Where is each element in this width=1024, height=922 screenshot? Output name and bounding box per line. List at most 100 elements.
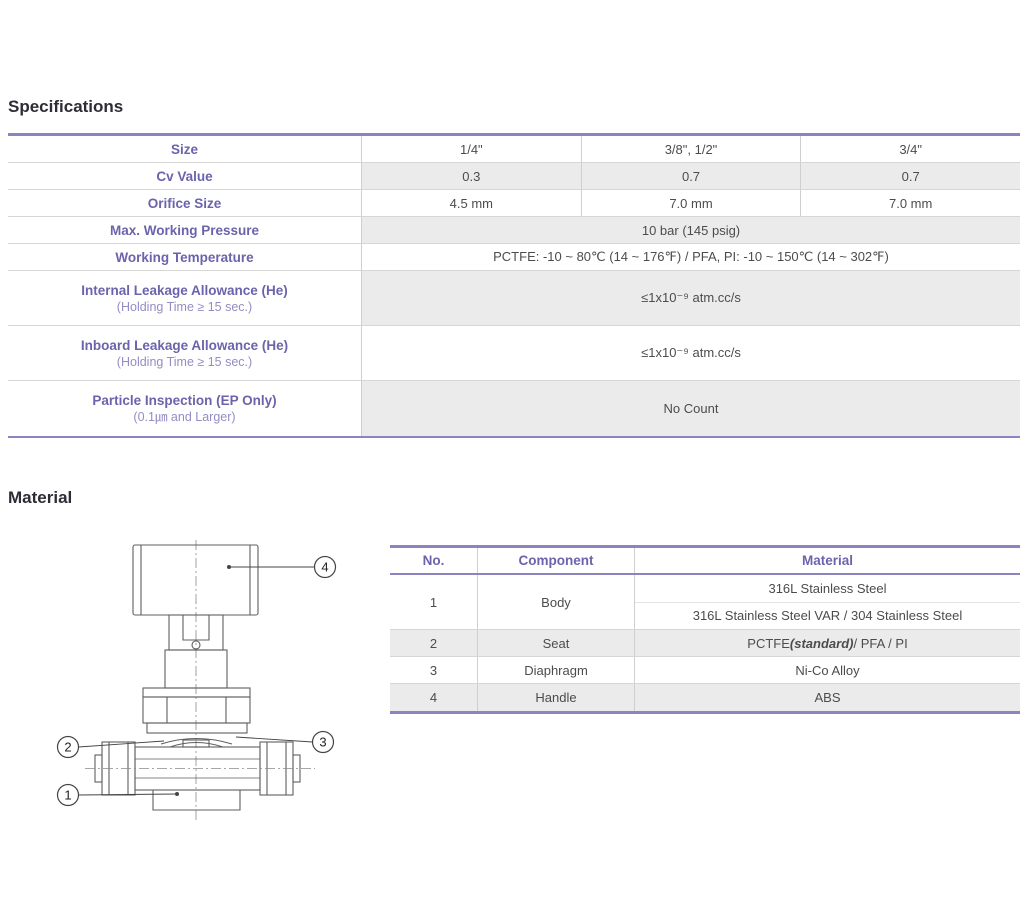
callout-4-circle <box>313 555 337 579</box>
row-values: 1/4" 3/8", 1/2" 3/4" <box>362 136 1020 162</box>
material-title: Material <box>8 488 73 507</box>
callout-1-leader <box>78 793 178 796</box>
valve-diagram: 4 2 3 1 <box>56 540 337 822</box>
callout-3-number: 3 <box>319 735 326 750</box>
table-cell: 7.0 mm <box>800 190 1020 216</box>
row-sublabel-text: (Holding Time ≥ 15 sec.) <box>116 299 253 314</box>
table-row-handle: 4 Handle ABS <box>390 684 1020 711</box>
bore-lines <box>135 758 260 779</box>
material-table: No. Component Material 1 Body 316L Stain… <box>390 545 1020 714</box>
table-cell: 4.5 mm <box>449 195 493 211</box>
cell-material: Ni-Co Alloy <box>795 662 860 678</box>
callout-1-number: 1 <box>64 788 71 803</box>
table-row: Particle Inspection (EP Only) (0.1㎛ and … <box>8 381 1020 436</box>
material-standard-note: (standard) <box>789 635 854 651</box>
stem-notch <box>182 615 210 641</box>
row-sublabel-text: (0.1㎛ and Larger) <box>133 410 236 424</box>
cell-material: 316L Stainless Steel 316L Stainless Stee… <box>635 575 1020 629</box>
row-values: 4.5 mm 7.0 mm 7.0 mm <box>362 190 1020 216</box>
row-label-working-temperature: Working Temperature <box>8 244 362 270</box>
table-cell-span: ≤1x10⁻⁹ atm.cc/s <box>641 345 741 360</box>
union-flange <box>142 687 251 698</box>
material-line: 316L Stainless Steel VAR / 304 Stainless… <box>635 601 1020 630</box>
column-header-no: No. <box>390 548 478 573</box>
cell-material: ABS <box>814 690 841 705</box>
table-row-seat: 2 Seat PCTFE (standard) / PFA / PI <box>390 630 1020 657</box>
specifications-title: Specifications <box>8 97 124 116</box>
table-row-body: 1 Body 316L Stainless Steel 316L Stainle… <box>390 575 1020 630</box>
callout-3-leader <box>235 736 313 743</box>
cell-no: 4 <box>390 684 478 711</box>
callout-3-circle <box>311 730 335 754</box>
row-label-inboard-leakage: Inboard Leakage Allowance (He) (Holding … <box>8 326 362 380</box>
callout-4-number: 4 <box>321 560 328 575</box>
cell-no: 2 <box>390 630 478 656</box>
table-row: Orifice Size 4.5 mm 7.0 mm 7.0 mm <box>8 190 1020 217</box>
row-label-text: Particle Inspection (EP Only) <box>92 393 277 408</box>
body-bottom-block <box>152 790 241 811</box>
table-row: Size 1/4" 3/8", 1/2" 3/4" <box>8 136 1020 163</box>
callout-2-circle <box>56 735 80 759</box>
cell-material: PCTFE (standard) / PFA / PI <box>635 630 1020 656</box>
handle-edge-lines <box>140 545 251 615</box>
row-label-text: Inboard Leakage Allowance (He) <box>80 337 289 353</box>
cell-no: 3 <box>390 657 478 683</box>
row-values: PCTFE: -10 ~ 80℃ (14 ~ 176℉) / PFA, PI: … <box>362 244 1020 270</box>
row-label-max-working-pressure: Max. Working Pressure <box>8 217 362 243</box>
table-cell-span: 10 bar (145 psig) <box>641 222 741 238</box>
table-cell: 0.7 <box>800 163 1020 189</box>
material-text: / PFA / PI <box>853 635 908 651</box>
callout-2-leader <box>78 740 165 748</box>
row-label-particle-inspection: Particle Inspection (EP Only) (0.1㎛ and … <box>8 381 362 436</box>
table-row: Internal Leakage Allowance (He) (Holding… <box>8 271 1020 326</box>
row-values: 10 bar (145 psig) <box>362 217 1020 243</box>
row-values: 0.3 0.7 0.7 <box>362 163 1020 189</box>
row-values: ≤1x10⁻⁹ atm.cc/s <box>362 271 1020 325</box>
row-label-text: Internal Leakage Allowance (He) <box>81 282 288 298</box>
row-sublabel-text: (Holding Time ≥ 15 sec.) <box>116 354 253 369</box>
table-row: Max. Working Pressure 10 bar (145 psig) <box>8 217 1020 244</box>
union-ring <box>146 722 248 734</box>
table-cell: 3/8", 1/2" <box>580 136 801 162</box>
row-label-text: Orifice Size <box>147 195 222 211</box>
callout-2-number: 2 <box>64 740 71 755</box>
row-label-size: Size <box>8 136 362 162</box>
row-label-text: Size <box>170 141 198 157</box>
column-header-component: Component <box>478 548 635 573</box>
table-row: Inboard Leakage Allowance (He) (Holding … <box>8 326 1020 381</box>
cell-no: 1 <box>390 575 478 629</box>
column-header-material: Material <box>801 553 854 568</box>
material-text: PCTFE <box>747 635 790 651</box>
table-row: Cv Value 0.3 0.7 0.7 <box>8 163 1020 190</box>
row-label-cv-value: Cv Value <box>8 163 362 189</box>
table-cell-span: ≤1x10⁻⁹ atm.cc/s <box>641 290 741 305</box>
callout-4-dot <box>227 565 231 569</box>
callout-1-dot <box>175 792 179 796</box>
diaphragm-arcs <box>160 738 233 748</box>
row-label-text: Cv Value <box>156 168 213 184</box>
table-row-diaphragm: 3 Diaphragm Ni-Co Alloy <box>390 657 1020 684</box>
cell-component: Body <box>478 575 635 629</box>
row-label-text: Max. Working Pressure <box>109 222 260 238</box>
table-cell: 1/4" <box>459 141 483 157</box>
cell-component: Seat <box>478 630 635 656</box>
cell-component: Diaphragm <box>478 657 635 683</box>
row-values: No Count <box>362 381 1020 436</box>
material-line: 316L Stainless Steel <box>768 580 887 596</box>
union-hex <box>142 696 251 724</box>
callout-1-circle <box>56 783 80 807</box>
table-cell: 0.3 <box>462 168 481 184</box>
table-row: Working Temperature PCTFE: -10 ~ 80℃ (14… <box>8 244 1020 271</box>
table-cell-span: PCTFE: -10 ~ 80℃ (14 ~ 176℉) / PFA, PI: … <box>493 249 889 264</box>
union-hex-facets <box>166 697 227 723</box>
row-values: ≤1x10⁻⁹ atm.cc/s <box>362 326 1020 380</box>
row-label-orifice-size: Orifice Size <box>8 190 362 216</box>
table-cell: 0.7 <box>580 163 801 189</box>
material-table-header: No. Component Material <box>390 548 1020 575</box>
cell-component: Handle <box>478 684 635 711</box>
table-cell: 3/4" <box>800 136 1020 162</box>
specifications-table: Size 1/4" 3/8", 1/2" 3/4" Cv Value 0.3 0… <box>8 133 1020 438</box>
handle-shape <box>132 544 259 616</box>
row-label-internal-leakage: Internal Leakage Allowance (He) (Holding… <box>8 271 362 325</box>
